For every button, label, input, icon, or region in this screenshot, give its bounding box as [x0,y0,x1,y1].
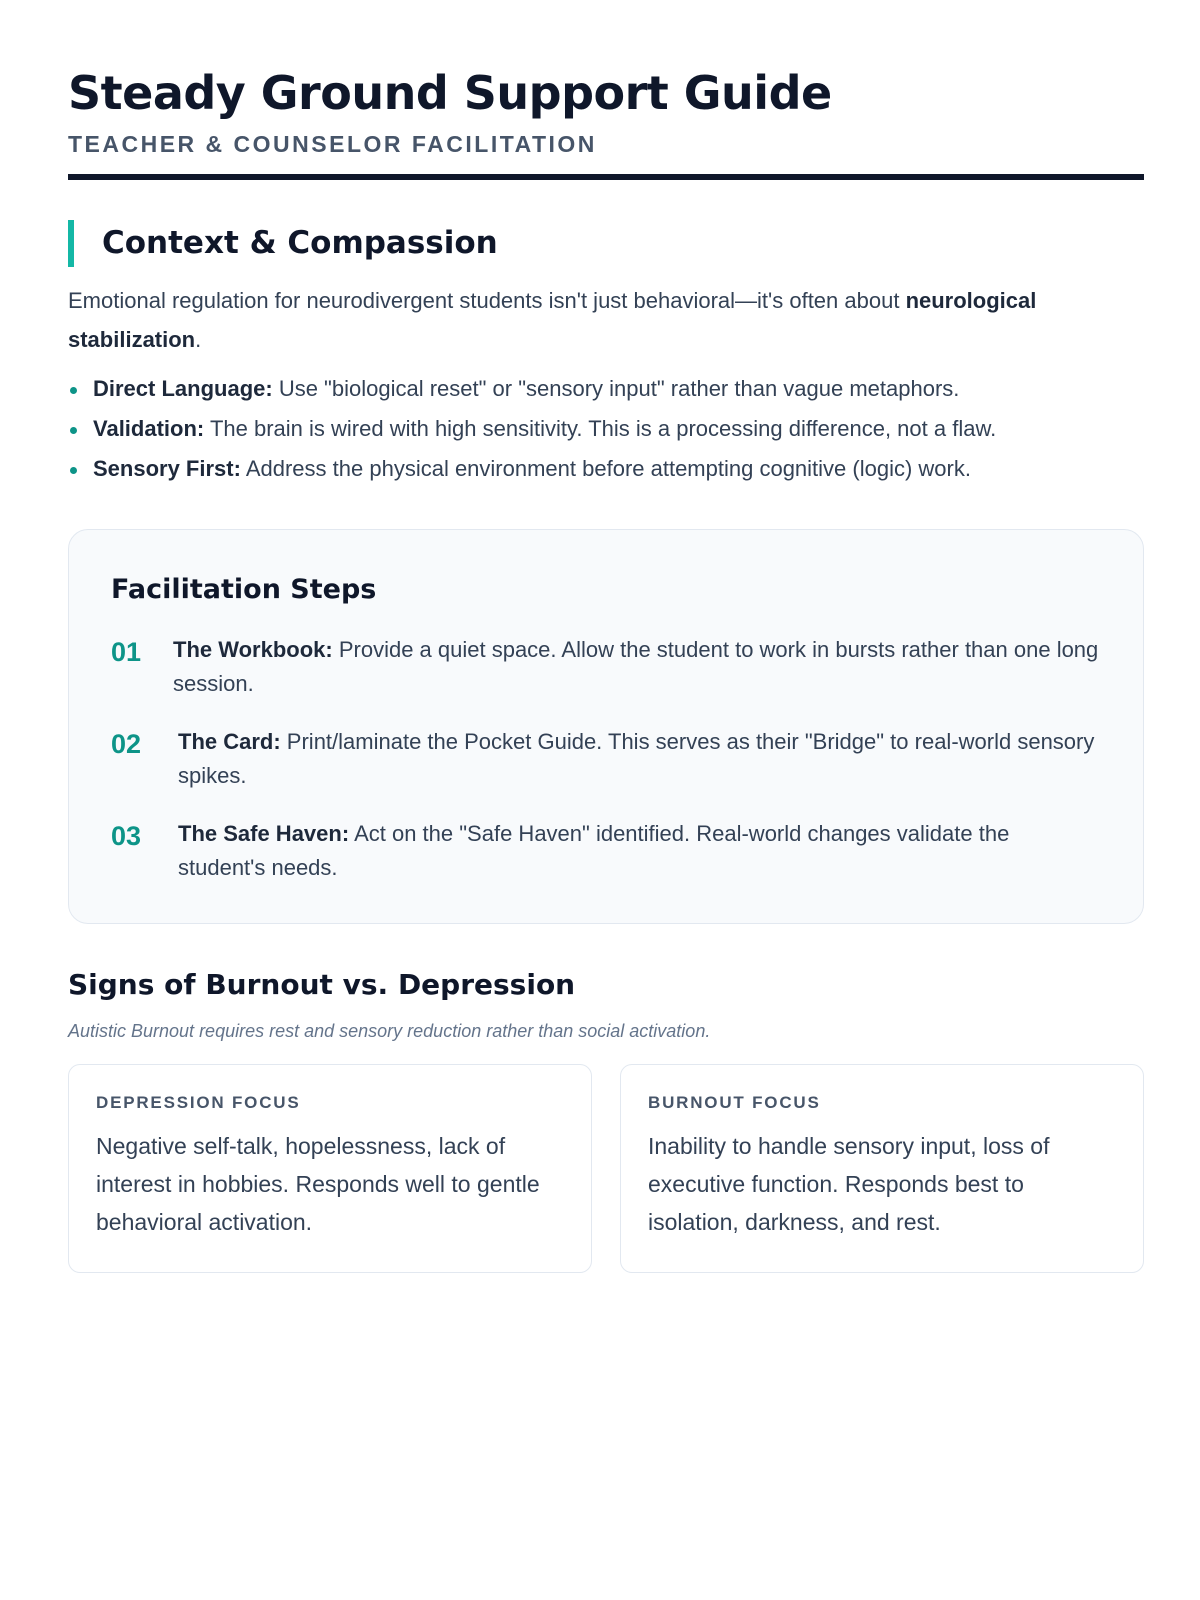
bullet-text: Address the physical environment before … [240,456,971,482]
page-title: Steady Ground Support Guide [68,66,832,120]
step-body: Print/laminate the Pocket Guide. This se… [178,729,1095,789]
card-label: DEPRESSION FOCUS [96,1093,301,1113]
intro-end: . [195,327,202,353]
step-item: 01 The Workbook: Provide a quiet space. … [111,633,1101,701]
depression-card: DEPRESSION FOCUS Negative self-talk, hop… [68,1064,592,1274]
context-bullets: Direct Language: Use "biological reset" … [68,369,1144,489]
bullet-item: Sensory First: Address the physical envi… [68,449,1144,489]
step-number: 01 [111,637,142,668]
page-subtitle: TEACHER & COUNSELOR FACILITATION [68,131,597,158]
step-body: Provide a quiet space. Allow the student… [173,637,1099,697]
step-text: The Safe Haven: Act on the "Safe Haven" … [178,817,1101,885]
bullet-item: Validation: The brain is wired with high… [68,409,1144,449]
comparison-cards: DEPRESSION FOCUS Negative self-talk, hop… [68,1064,1144,1274]
signs-note: Autistic Burnout requires rest and senso… [68,1021,711,1042]
header-divider [68,174,1144,181]
step-number: 02 [111,729,142,760]
bullet-text: Use "biological reset" or "sensory input… [272,376,960,402]
step-number: 03 [111,821,142,852]
bullet-item: Direct Language: Use "biological reset" … [68,369,1144,409]
card-text: Negative self-talk, hopelessness, lack o… [96,1133,540,1236]
intro-bold: neurological stabilization [68,288,1037,353]
guide-page: Steady Ground Support Guide TEACHER & CO… [68,66,1144,1274]
context-intro: Emotional regulation for neurodivergent … [68,281,1144,359]
step-label: The Card: [178,729,281,755]
step-item: 03 The Safe Haven: Act on the "Safe Have… [111,817,1101,885]
step-label: The Safe Haven: [178,821,350,847]
bullet-label: Sensory First: [93,456,241,482]
step-body: Act on the "Safe Haven" identified. Real… [178,821,1010,881]
card-text: Inability to handle sensory input, loss … [648,1133,1050,1236]
step-text: The Card: Print/laminate the Pocket Guid… [178,725,1101,793]
intro-text: Emotional regulation for neurodivergent … [68,288,906,314]
signs-heading: Signs of Burnout vs. Depression [68,968,576,1002]
step-item: 02 The Card: Print/laminate the Pocket G… [111,725,1101,793]
card-label: BURNOUT FOCUS [648,1093,821,1113]
bullet-text: The brain is wired with high sensitivity… [204,416,997,442]
bullet-label: Validation: [93,416,205,442]
facilitation-steps-panel: Facilitation Steps 01 The Workbook: Prov… [68,529,1144,925]
bullet-label: Direct Language: [93,376,273,402]
context-heading: Context & Compassion [68,220,1144,268]
step-text: The Workbook: Provide a quiet space. All… [173,633,1101,701]
steps-heading: Facilitation Steps [111,574,377,606]
step-label: The Workbook: [173,637,333,663]
burnout-card: BURNOUT FOCUS Inability to handle sensor… [620,1064,1144,1274]
